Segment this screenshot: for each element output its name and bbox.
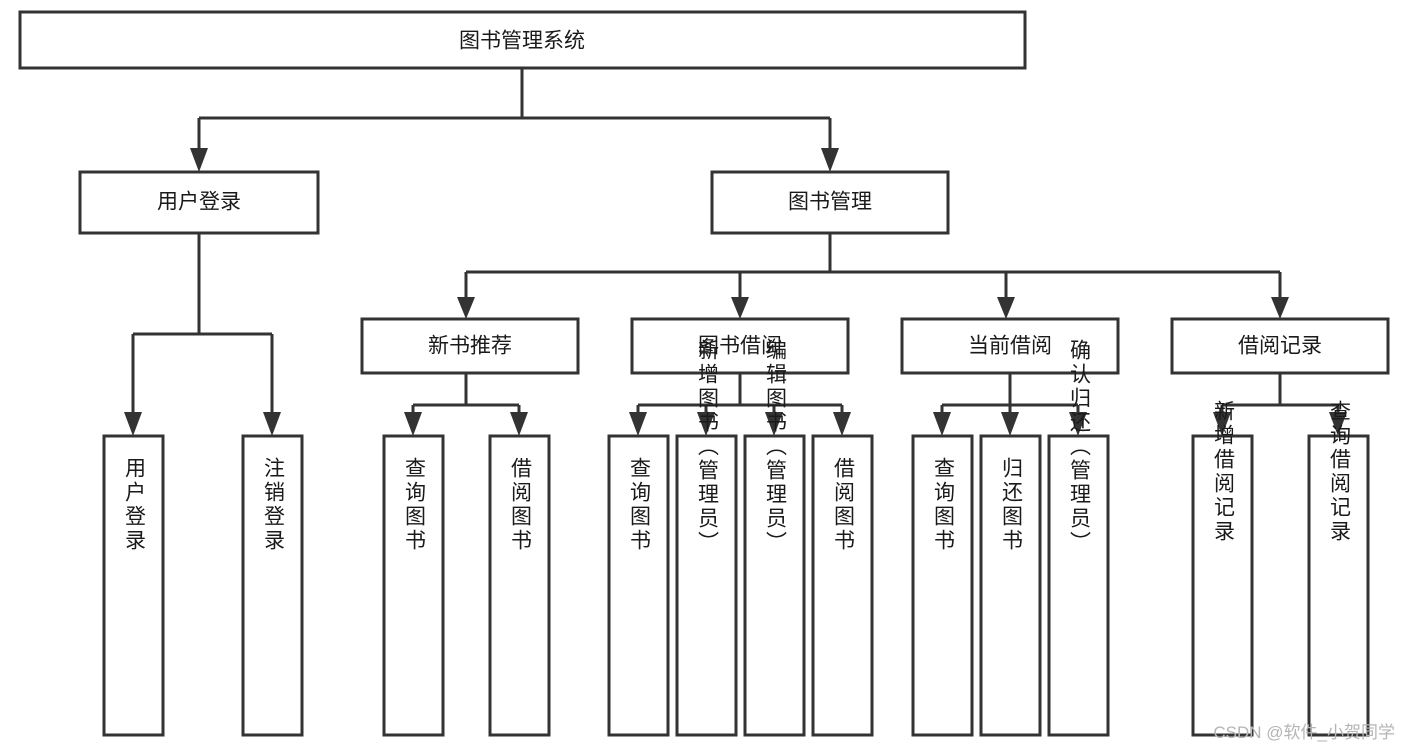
node-leaf-edit-book-box[interactable] — [743, 434, 806, 737]
node-leaf-query-book-3-label: 查询图书 — [932, 457, 956, 553]
node-leaf-borrow-book-2-label: 借阅图书 — [832, 457, 856, 553]
arrow-icon-leaf-4 — [510, 412, 528, 436]
arrow-icon-root-left — [190, 148, 208, 172]
node-new-book-recommend-box[interactable] — [360, 317, 580, 375]
connector-layer — [131, 68, 1340, 412]
node-book-manage-box[interactable] — [710, 170, 950, 235]
node-leaf-logout-login-label: 注销登录 — [262, 457, 286, 553]
node-leaf-add-book[interactable]: 新增图书（管理员） — [675, 339, 738, 737]
node-current-borrow-label: 当前借阅 — [968, 335, 1052, 358]
arrow-icon-l3-3 — [997, 297, 1015, 319]
node-leaf-query-book-2-box[interactable] — [607, 434, 670, 737]
node-leaf-query-book-3-box[interactable] — [911, 434, 974, 737]
arrow-icon-l3-4 — [1271, 297, 1289, 319]
arrow-icon-leaf-3 — [404, 412, 422, 436]
arrow-icon-leaf-5 — [629, 412, 647, 436]
arrow-icon-leaf-8 — [833, 412, 851, 436]
node-leaf-return-book-label: 归还图书 — [1000, 457, 1024, 553]
node-leaf-user-login[interactable]: 用户登录 — [102, 434, 165, 737]
node-leaf-borrow-book-1-box[interactable] — [488, 434, 551, 737]
node-book-borrow[interactable]: 图书借阅 — [630, 317, 850, 375]
node-leaf-query-book-2-label: 查询图书 — [628, 457, 652, 553]
node-leaf-confirm-return-label: 确认归还（管理员） — [1068, 339, 1092, 555]
arrow-icon-leaf-10 — [1001, 412, 1019, 436]
arrow-icon-l3-2 — [731, 297, 749, 319]
arrow-icon-l3-1 — [457, 297, 475, 319]
arrow-icon-leaf-11 — [1069, 412, 1087, 436]
arrowhead-layer — [124, 148, 1347, 436]
arrow-icon-leaf-1 — [124, 412, 142, 436]
node-leaf-confirm-return-box[interactable] — [1047, 434, 1110, 737]
node-leaf-user-login-box[interactable] — [102, 434, 165, 737]
node-leaf-query-book-2[interactable]: 查询图书 — [607, 434, 670, 737]
arrow-icon-leaf-2 — [263, 412, 281, 436]
node-leaf-add-record-label: 新增借阅记录 — [1212, 400, 1236, 544]
arrow-icon-leaf-12 — [1213, 412, 1231, 436]
node-leaf-confirm-return[interactable]: 确认归还（管理员） — [1047, 339, 1110, 737]
node-leaf-query-book-3[interactable]: 查询图书 — [911, 434, 974, 737]
node-book-manage-label: 图书管理 — [788, 191, 872, 214]
node-leaf-add-book-label: 新增图书（管理员） — [696, 339, 720, 555]
node-user-login[interactable]: 用户登录 — [78, 170, 320, 235]
node-user-login-box[interactable] — [78, 170, 320, 235]
arrow-icon-root-right — [821, 148, 839, 172]
node-book-manage[interactable]: 图书管理 — [710, 170, 950, 235]
node-leaf-borrow-book-2-box[interactable] — [811, 434, 874, 737]
node-root-box[interactable] — [18, 10, 1027, 70]
node-new-book-recommend-label: 新书推荐 — [428, 335, 512, 358]
node-leaf-borrow-book-2[interactable]: 借阅图书 — [811, 434, 874, 737]
node-leaf-return-book-box[interactable] — [979, 434, 1042, 737]
node-current-borrow-box[interactable] — [900, 317, 1120, 375]
node-leaf-user-login-label: 用户登录 — [123, 457, 147, 553]
node-leaf-add-record[interactable]: 新增借阅记录 — [1191, 400, 1254, 737]
node-root-label: 图书管理系统 — [459, 30, 585, 53]
node-leaf-add-record-box[interactable] — [1191, 434, 1254, 737]
node-leaf-query-book-1-box[interactable] — [382, 434, 445, 737]
node-borrow-record-box[interactable] — [1170, 317, 1390, 375]
arrow-icon-leaf-13 — [1329, 412, 1347, 436]
node-borrow-record-label: 借阅记录 — [1238, 335, 1322, 358]
node-leaf-query-record-label: 查询借阅记录 — [1328, 400, 1352, 544]
node-leaf-logout-login[interactable]: 注销登录 — [241, 434, 304, 737]
arrow-icon-leaf-9 — [933, 412, 951, 436]
node-root[interactable]: 图书管理系统 — [18, 10, 1027, 70]
node-book-borrow-label: 图书借阅 — [698, 335, 782, 358]
node-leaf-logout-login-box[interactable] — [241, 434, 304, 737]
node-leaf-edit-book-label: 编辑图书（管理员） — [764, 339, 788, 555]
node-current-borrow[interactable]: 当前借阅 — [900, 317, 1120, 375]
node-leaf-borrow-book-1[interactable]: 借阅图书 — [488, 434, 551, 737]
node-new-book-recommend[interactable]: 新书推荐 — [360, 317, 580, 375]
node-leaf-return-book[interactable]: 归还图书 — [979, 434, 1042, 737]
arrow-icon-leaf-6 — [697, 412, 715, 436]
node-borrow-record[interactable]: 借阅记录 — [1170, 317, 1390, 375]
node-leaf-query-record-box[interactable] — [1307, 434, 1370, 737]
node-leaf-add-book-box[interactable] — [675, 434, 738, 737]
arrow-icon-leaf-7 — [765, 412, 783, 436]
node-leaf-borrow-book-1-label: 借阅图书 — [509, 457, 533, 553]
node-book-borrow-box[interactable] — [630, 317, 850, 375]
node-leaf-edit-book[interactable]: 编辑图书（管理员） — [743, 339, 806, 737]
node-leaf-query-record[interactable]: 查询借阅记录 — [1307, 400, 1370, 737]
node-leaf-query-book-1[interactable]: 查询图书 — [382, 434, 445, 737]
node-leaf-query-book-1-label: 查询图书 — [403, 457, 427, 553]
node-user-login-label: 用户登录 — [157, 191, 241, 214]
